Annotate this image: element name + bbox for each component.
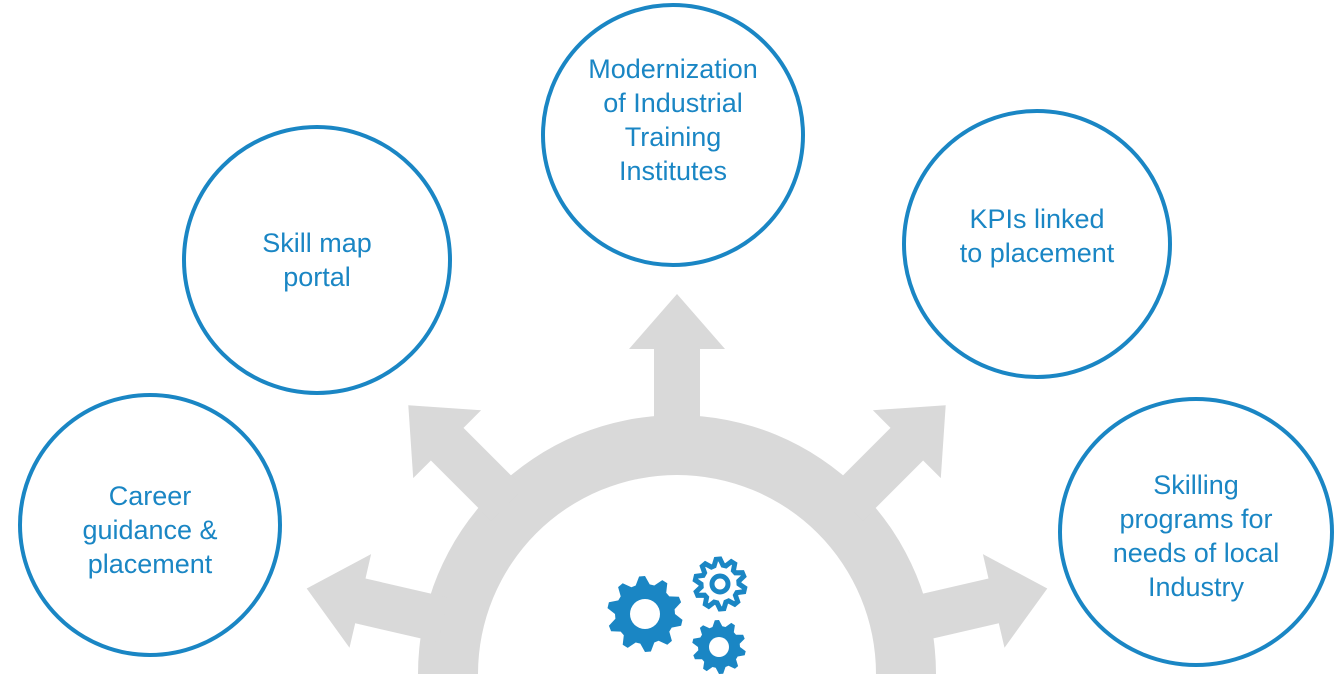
node-skill-map-portal: Skill map portal [182, 125, 452, 395]
arrow-right [905, 554, 1048, 648]
hub-arc [418, 415, 936, 674]
node-skilling-programs-label: Skilling programs for needs of local Ind… [1112, 470, 1280, 602]
arrow-left [306, 554, 449, 648]
node-kpis-placement: KPIs linked to placement [902, 109, 1172, 379]
node-kpis-placement-label: KPIs linked to placement [959, 204, 1115, 268]
node-career-guidance-label: Career guidance & placement [82, 481, 218, 579]
node-modernization-iti: Modernization of Industrial Training Ins… [541, 3, 805, 267]
arrow-up [629, 294, 725, 434]
arrow-upper-right [830, 405, 946, 521]
node-skill-map-portal-label: Skill map portal [262, 228, 372, 292]
node-skilling-programs: Skilling programs for needs of local Ind… [1058, 397, 1334, 667]
node-modernization-iti-label: Modernization of Industrial Training Ins… [588, 54, 758, 186]
node-career-guidance: Career guidance & placement [18, 393, 282, 657]
arrow-upper-left [408, 405, 524, 521]
gears-icon [607, 556, 748, 674]
